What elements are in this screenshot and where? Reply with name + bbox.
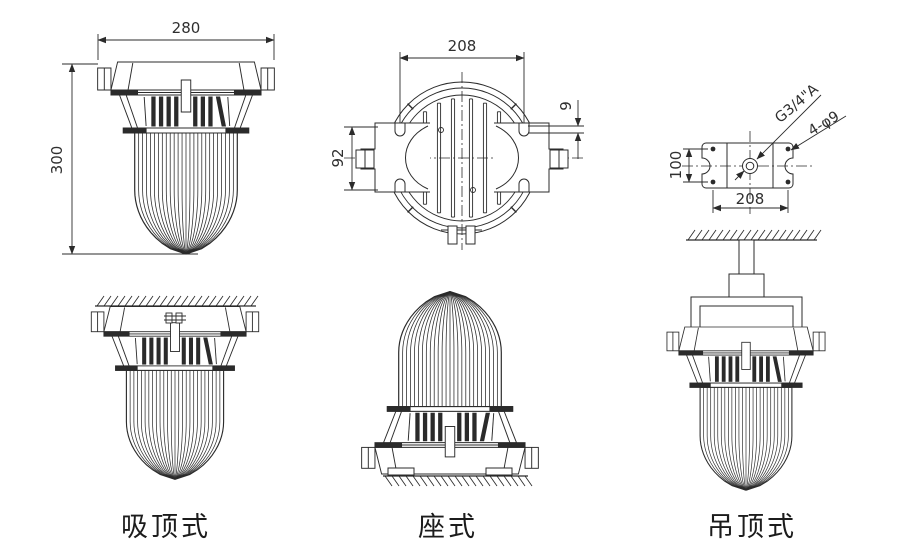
pendant-junction-box	[728, 273, 765, 299]
pendant-yoke-outer	[690, 296, 803, 327]
dim-label-100: 100	[667, 151, 685, 180]
top-view-slat-nubs	[424, 127, 502, 193]
dim-label-92: 92	[329, 148, 347, 167]
drawing-pendant	[666, 229, 826, 491]
top-view-bottom-tabs	[441, 225, 482, 245]
pendant-ceiling-hatch	[686, 229, 822, 241]
caption-ceiling-mounted: 吸顶式	[121, 512, 211, 543]
dim-9	[528, 100, 584, 159]
label-hole-count: 4-φ9	[806, 109, 843, 140]
pendant-yoke-inner	[699, 305, 794, 327]
dim-label-208-top: 208	[448, 37, 477, 55]
plate-corner-holes	[710, 146, 791, 185]
dim-label-9: 9	[557, 101, 575, 111]
dim-280	[97, 34, 275, 60]
drawing-ceiling-mounted	[90, 295, 260, 480]
top-view-left-bracket	[355, 122, 430, 193]
pendant-rod	[738, 239, 755, 275]
dim-label-300: 300	[48, 146, 66, 175]
leader-holes	[790, 115, 847, 151]
drawing-base-mounted	[361, 291, 539, 487]
plate-outline	[701, 142, 794, 189]
dim-label-208-plate: 208	[736, 190, 765, 208]
leader-thread	[734, 94, 822, 181]
caption-base-mounted: 座式	[418, 512, 478, 543]
dim-92	[344, 126, 378, 191]
drawing-mounting-plate	[682, 94, 847, 214]
top-view-right-bracket	[494, 122, 569, 193]
captions: 吸顶式 座式 吊顶式	[121, 512, 797, 543]
dim-100	[683, 148, 708, 183]
lid-screws	[164, 312, 186, 324]
dim-300	[62, 63, 198, 255]
dim-208-top	[399, 52, 525, 123]
top-view-rim-ticks	[407, 103, 517, 213]
plate-center-hole	[742, 158, 758, 174]
ceiling-hatch	[95, 295, 259, 307]
drawing-ceiling-side-view	[62, 34, 275, 255]
dim-label-280: 280	[172, 19, 201, 37]
ground-hatch	[383, 475, 533, 487]
drawing-top-view	[344, 52, 586, 250]
caption-pendant: 吊顶式	[707, 512, 797, 543]
dim-208-plate	[712, 190, 789, 213]
base-feet	[387, 467, 513, 476]
